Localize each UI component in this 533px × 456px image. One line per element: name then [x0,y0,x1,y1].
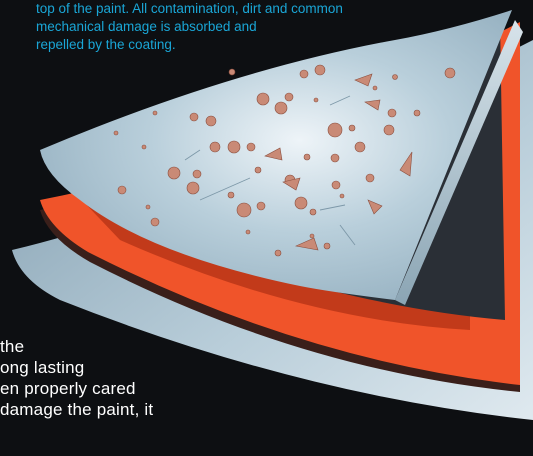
body-line: ong lasting [0,357,300,378]
body-line: the [0,336,300,357]
caption-line: repelled by the coating. [36,36,360,54]
body-line: damage the paint, it [0,399,300,420]
caption-line: top of the paint. All contamination, dir… [36,0,360,18]
body-paragraph: the ong lasting en properly cared damage… [0,336,300,420]
caption-line: mechanical damage is absorbed and [36,18,360,36]
body-line: en properly cared [0,378,300,399]
coating-caption: top of the paint. All contamination, dir… [0,0,360,54]
